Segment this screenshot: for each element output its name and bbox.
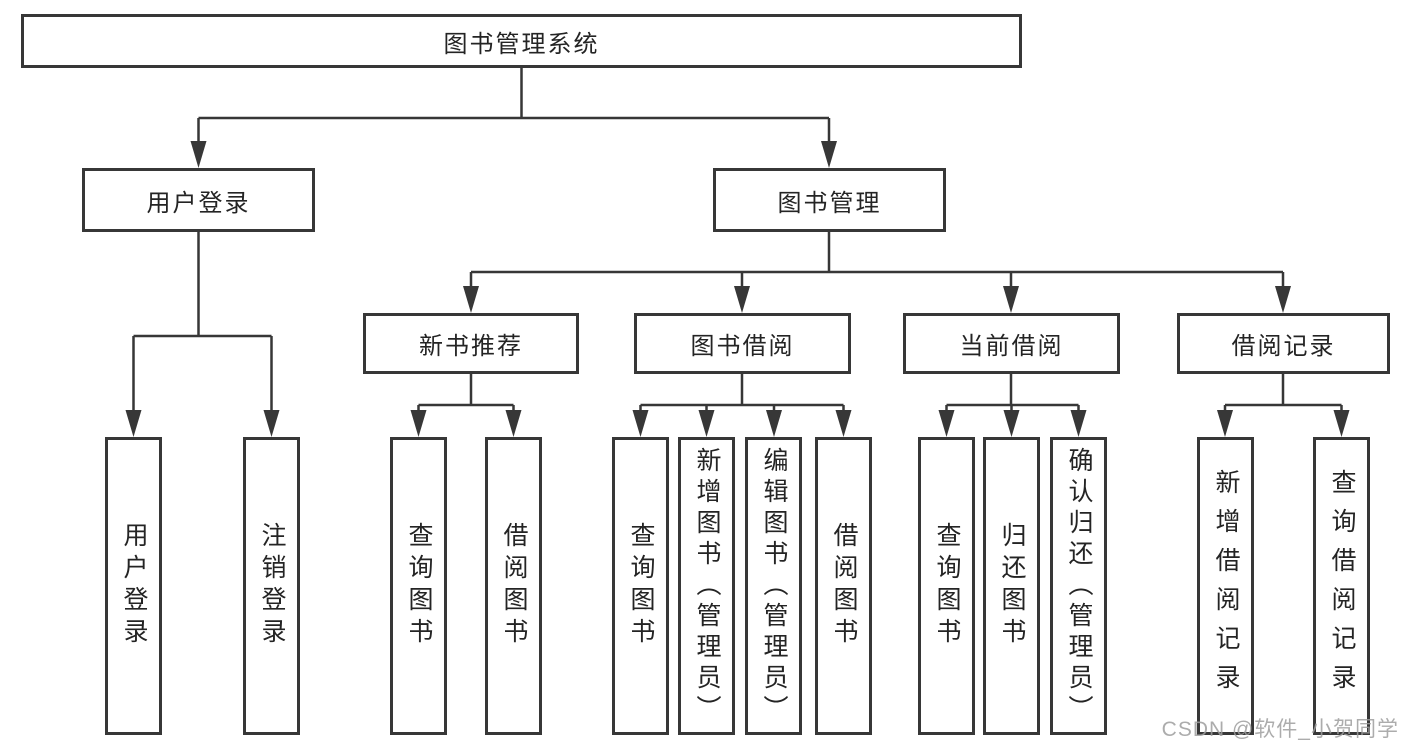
leaf-add-borrow-record: 新增借阅记录 xyxy=(1197,437,1254,735)
leaf-user-login: 用户登录 xyxy=(105,437,162,735)
node-label: 当前借阅 xyxy=(959,333,1064,360)
node-new-book-recommend: 新书推荐 xyxy=(363,313,579,374)
arrowhead xyxy=(1003,286,1019,313)
node-book-management: 图书管理 xyxy=(713,168,946,232)
arrowhead xyxy=(190,141,207,168)
node-label: 借阅图书 xyxy=(500,522,528,650)
node-label: 注销登录 xyxy=(258,522,286,650)
node-current-borrow: 当前借阅 xyxy=(903,313,1120,374)
leaf-edit-book-admin: 编辑图书（管理员） xyxy=(745,437,802,735)
arrowhead xyxy=(410,410,427,437)
edge-borrow-record-children xyxy=(1217,374,1350,437)
node-label: 借阅记录 xyxy=(1231,333,1336,360)
arrowhead xyxy=(463,286,479,313)
node-label: 图书管理系统 xyxy=(443,30,600,58)
arrowhead xyxy=(734,286,750,313)
edge-user-login-children xyxy=(125,232,280,437)
leaf-query-borrow-record: 查询借阅记录 xyxy=(1313,437,1370,735)
arrowhead xyxy=(632,410,649,437)
arrowhead xyxy=(821,141,837,168)
arrowhead xyxy=(263,410,280,437)
edge-book-management-children xyxy=(463,232,1291,313)
node-library-management-system: 图书管理系统 xyxy=(21,14,1022,68)
node-label: 查询图书 xyxy=(405,522,433,650)
edge-new-book-children xyxy=(410,374,522,437)
node-label: 图书借阅 xyxy=(690,333,795,360)
arrowhead xyxy=(766,410,782,437)
node-label: 编辑图书（管理员） xyxy=(760,446,788,726)
node-user-login: 用户登录 xyxy=(82,168,315,232)
node-label: 查询图书 xyxy=(933,522,961,650)
leaf-query-book: 查询图书 xyxy=(390,437,447,735)
leaf-query-book: 查询图书 xyxy=(612,437,669,735)
node-label: 借阅图书 xyxy=(830,522,858,650)
watermark: CSDN @软件_小贺同学 xyxy=(1161,718,1399,741)
node-book-borrow: 图书借阅 xyxy=(634,313,851,374)
node-label: 确认归还（管理员） xyxy=(1065,446,1093,726)
edge-current-borrow-children xyxy=(938,374,1087,437)
arrowhead xyxy=(1217,410,1233,437)
node-label: 查询借阅记录 xyxy=(1328,469,1356,703)
node-label: 图书管理 xyxy=(777,189,882,217)
leaf-add-book-admin: 新增图书（管理员） xyxy=(678,437,735,735)
arrowhead xyxy=(835,410,852,437)
arrowhead xyxy=(1070,410,1087,437)
arrowhead xyxy=(505,410,522,437)
edge-root-to-level2 xyxy=(190,68,837,168)
leaf-borrow-book: 借阅图书 xyxy=(485,437,542,735)
arrowhead xyxy=(938,410,955,437)
leaf-query-book: 查询图书 xyxy=(918,437,975,735)
leaf-borrow-book: 借阅图书 xyxy=(815,437,872,735)
leaf-logout: 注销登录 xyxy=(243,437,300,735)
node-label: 用户登录 xyxy=(120,522,148,650)
node-borrow-record: 借阅记录 xyxy=(1177,313,1390,374)
leaf-return-book: 归还图书 xyxy=(983,437,1040,735)
node-label: 新书推荐 xyxy=(419,333,523,360)
node-label: 查询图书 xyxy=(627,522,655,650)
arrowhead xyxy=(125,410,142,437)
node-label: 新增图书（管理员） xyxy=(693,446,721,726)
arrowhead xyxy=(1275,286,1291,313)
arrowhead xyxy=(1333,410,1350,437)
node-label: 归还图书 xyxy=(998,522,1026,650)
arrowhead xyxy=(1003,410,1020,437)
leaf-confirm-return-admin: 确认归还（管理员） xyxy=(1050,437,1107,735)
node-label: 新增借阅记录 xyxy=(1212,469,1240,703)
arrowhead xyxy=(698,410,715,437)
node-label: 用户登录 xyxy=(146,189,251,217)
edge-book-borrow-children xyxy=(632,374,852,437)
